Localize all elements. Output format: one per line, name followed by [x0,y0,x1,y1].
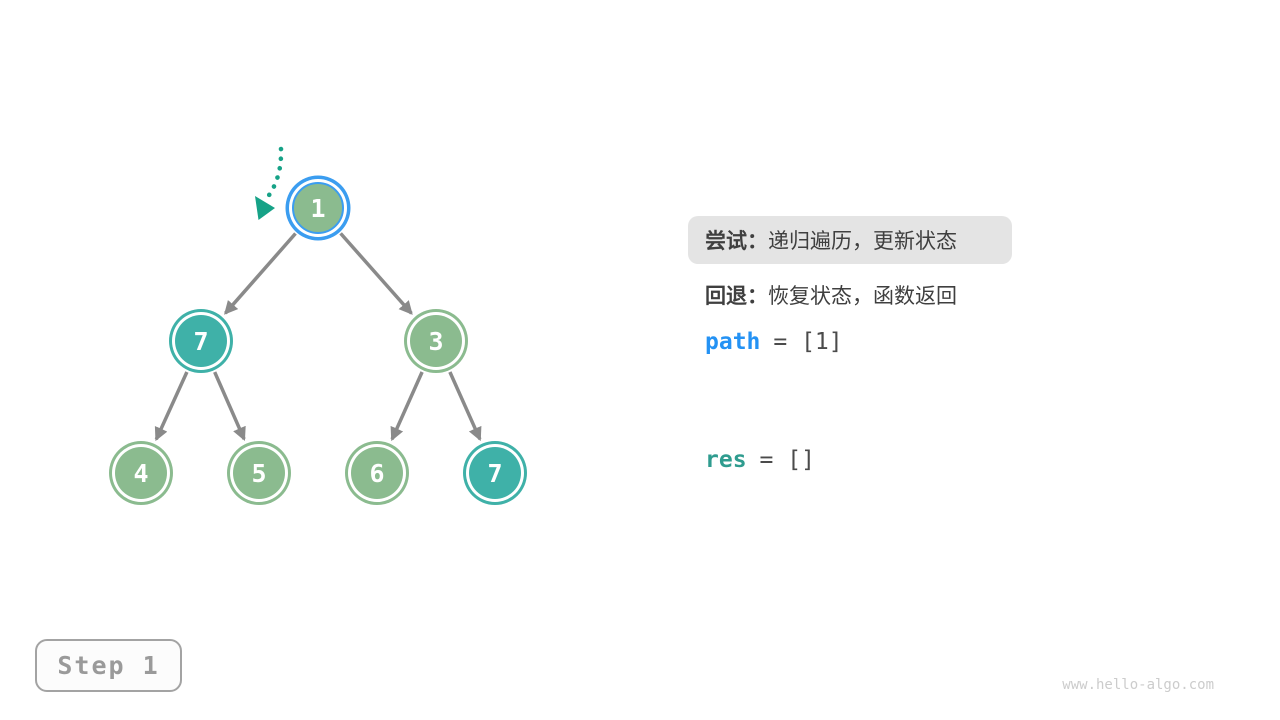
tree-node-3: 3 [410,315,462,367]
tree-node-6: 6 [351,447,403,499]
tree-node-value: 7 [193,326,209,356]
tree-node-value: 1 [310,193,326,223]
tree-node-value: 7 [487,458,503,488]
tree-node-value: 3 [428,326,444,356]
path-variable: path [705,329,761,355]
tree-node-value: 4 [133,458,149,488]
tree-edge [339,232,413,315]
pointer-arrow-icon [255,146,284,220]
backtrack-label: 回退： [705,285,768,308]
res-state-line: res = [] [705,447,815,473]
res-value: = [] [759,447,815,473]
tree-node-4: 4 [115,447,167,499]
tree-edge [154,371,189,442]
watermark: www.hello-algo.com [1062,677,1214,693]
tree-node-5: 5 [233,447,285,499]
path-value: = [1] [773,329,843,355]
try-annotation: 尝试：递归遍历，更新状态 [688,216,1012,264]
tree-node-7: 7 [469,447,521,499]
tree-edge [448,371,482,442]
backtrack-annotation: 回退：恢复状态，函数返回 [705,280,957,310]
step-badge: Step 1 [35,639,182,692]
tree-node-value: 6 [369,458,385,488]
tree-edge [213,371,246,441]
tree-edges [154,232,482,442]
try-label: 尝试： [705,230,768,253]
tree-edge [390,371,424,442]
step-label: Step 1 [57,651,160,680]
try-text: 递归遍历，更新状态 [768,230,957,253]
tree-node-7: 7 [175,315,227,367]
tree-edge [224,232,297,315]
tree-node-1-active: 1 [292,182,344,234]
res-variable: res [705,447,747,473]
backtrack-text: 恢复状态，函数返回 [768,285,957,308]
path-state-line: path = [1] [705,329,843,355]
tree-node-value: 5 [251,458,267,488]
